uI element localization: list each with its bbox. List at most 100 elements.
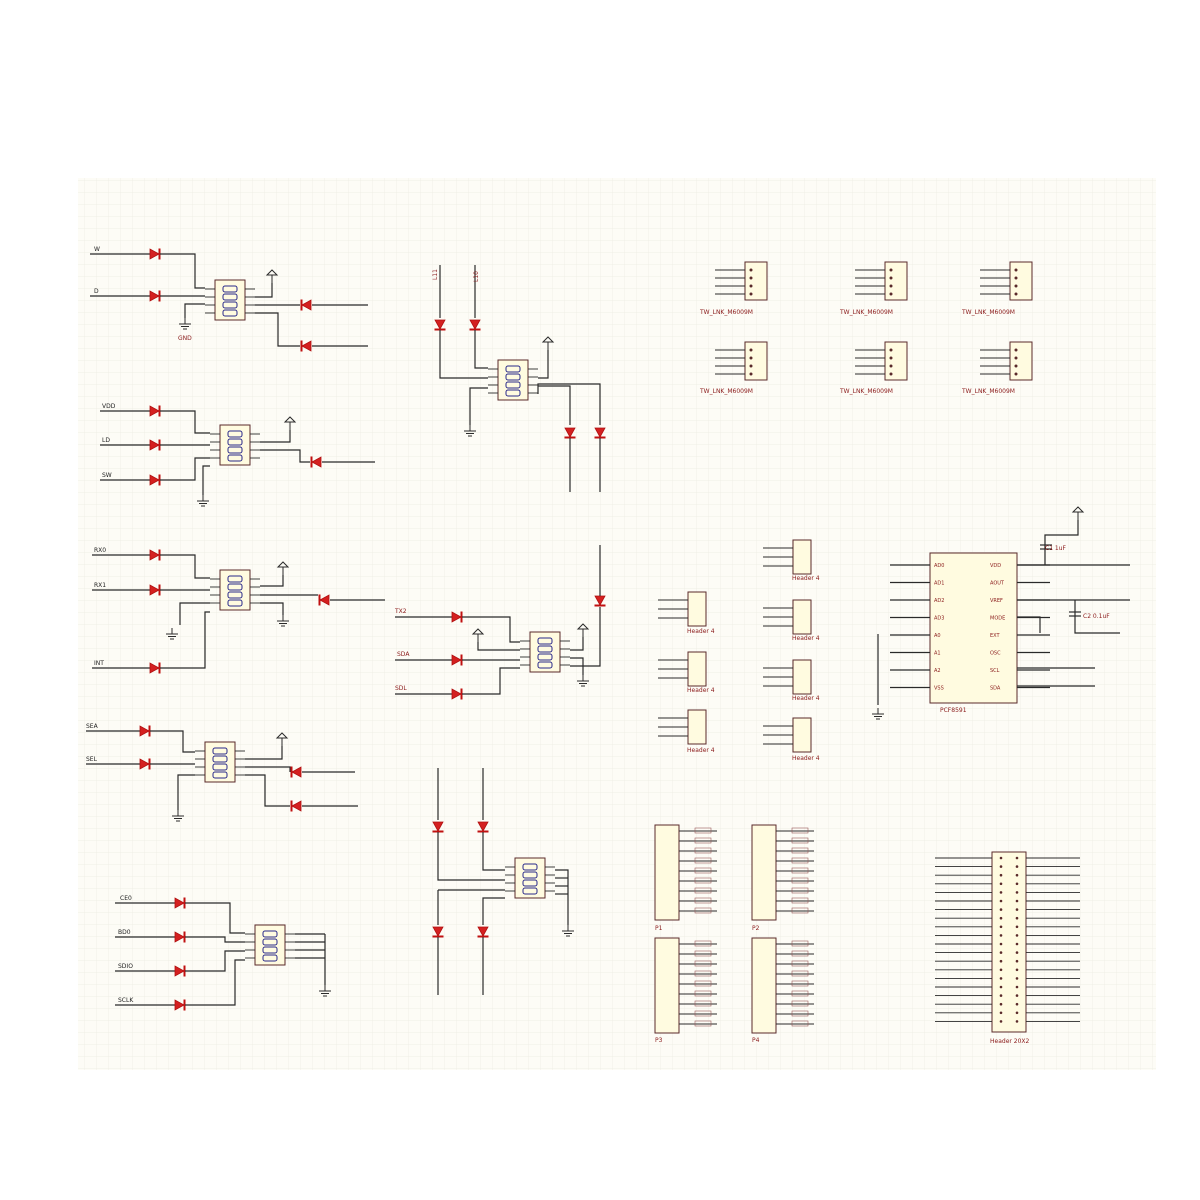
pin-label-box	[791, 1020, 809, 1027]
ic-pin-right-label: AOUT	[990, 581, 1005, 587]
ic-pin-left-label: AD0	[934, 563, 944, 569]
led-group-mid-c	[431, 768, 575, 995]
pin-dot	[1015, 959, 1019, 963]
led-group-3: RX0 RX1 INT	[92, 547, 385, 675]
net-label-vdd: VDD	[102, 403, 116, 410]
connector-note-5: TW_LNK_M6009M	[839, 388, 893, 395]
net-label-bd0: BD0	[118, 929, 131, 936]
ic-pin-left-label: AD2	[934, 598, 944, 604]
pin-dot	[1015, 916, 1019, 920]
pin-label-box	[791, 907, 809, 914]
ic-pin-left-label: A0	[934, 633, 941, 639]
net-label-rx0: RX0	[94, 547, 106, 554]
ic-pin-right-label: OSC	[990, 651, 1001, 657]
pin-label-box	[694, 887, 712, 894]
ic-pin-right-label: SDA	[990, 686, 1001, 692]
ic-pin-right-label: VREF	[990, 598, 1003, 604]
pin-label-box	[791, 857, 809, 864]
pin-dot	[1015, 942, 1019, 946]
header-caption-2: Header 4	[687, 687, 715, 694]
ic-pin-left-label: A2	[934, 668, 941, 674]
pin-dot	[999, 865, 1003, 868]
ic-pin-right-label: SCL	[990, 668, 1000, 674]
pin-dot	[999, 994, 1003, 997]
header-caption-3: Header 4	[687, 747, 715, 754]
pin-dot	[1015, 968, 1019, 972]
pin-label-box	[694, 980, 712, 987]
net-label-tx2: TX2	[394, 608, 407, 615]
header-caption-4: Header 4	[792, 575, 820, 582]
pin-label-box	[694, 990, 712, 997]
pin-label-box	[791, 887, 809, 894]
pin-label-box	[694, 847, 712, 854]
ic-pin-left-label: AD1	[934, 581, 944, 587]
pin-dot	[1015, 891, 1019, 894]
connector-note-3: TW_LNK_M6009M	[961, 309, 1015, 316]
pin-dot	[999, 1020, 1003, 1023]
pin-label-box	[694, 960, 712, 967]
pin-label-box	[791, 897, 809, 904]
ic-pin-left-label: AD3	[934, 616, 944, 622]
connector-note-2: TW_LNK_M6009M	[839, 309, 893, 316]
pin-label-box	[694, 1020, 712, 1027]
net-label-l11: L11	[432, 269, 439, 280]
pin-dot	[1015, 994, 1019, 997]
ic-pin-right-label: MODE	[990, 616, 1005, 622]
pin-dot	[999, 856, 1003, 860]
header-caption-6: Header 4	[792, 695, 820, 702]
connector-note-1: TW_LNK_M6009M	[699, 309, 753, 316]
pin-label-box	[791, 827, 809, 834]
net-label-sw: SW	[102, 472, 112, 479]
pin-dot	[1015, 908, 1019, 911]
pin-dot	[1015, 1020, 1019, 1023]
pin-dot	[999, 882, 1003, 886]
led-group-1: W D GND	[90, 246, 368, 353]
net-label-sda: SDA	[397, 651, 410, 658]
pin-label-box	[791, 837, 809, 844]
pin-label-box	[791, 980, 809, 987]
pin-dot	[1015, 1011, 1019, 1015]
pin-label-box	[694, 940, 712, 947]
ic-pin-right-label: EXT	[990, 633, 1000, 639]
header-p2-label: P2	[752, 925, 760, 932]
pin-label-box	[791, 867, 809, 874]
pin-dot	[1015, 873, 1019, 877]
pin-label-box	[694, 1000, 712, 1007]
header-p1-label: P1	[655, 925, 663, 932]
gnd-label: GND	[178, 335, 192, 342]
header-caption-5: Header 4	[792, 635, 820, 642]
header-caption-7: Header 4	[792, 755, 820, 762]
pin-label-box	[694, 857, 712, 864]
led-group-2: VDD LD SW	[100, 403, 375, 507]
pin-headers-bottom: P1 P2 P3 P4	[654, 824, 814, 1044]
pin-label-box	[694, 837, 712, 844]
pin-label-box	[791, 1000, 809, 1007]
cap-c1-label: C1 1uF	[1045, 545, 1067, 552]
pin-label-box	[791, 960, 809, 967]
header-caption-1: Header 4	[687, 628, 715, 635]
pin-dot	[1015, 899, 1019, 903]
pin-dot	[999, 977, 1003, 980]
pin-dot	[999, 951, 1003, 954]
ic-pin-left-label: A1	[934, 651, 941, 657]
led-group-5: CE0 BD0 SDIO SCLK	[115, 895, 332, 1012]
pin-label-box	[694, 970, 712, 977]
pin-dot	[1015, 1002, 1019, 1006]
net-label-rx1: RX1	[94, 582, 106, 589]
pin-dot	[1015, 977, 1019, 980]
pin-dot	[999, 934, 1003, 937]
pin-dot	[1015, 934, 1019, 937]
pin-label-box	[694, 867, 712, 874]
net-label-l10: L10	[473, 271, 480, 282]
pin-dot	[999, 1002, 1003, 1006]
pin-label-box	[791, 847, 809, 854]
led-group-mid-b: TX2 SDA SDL	[394, 545, 607, 701]
pin-dot	[999, 873, 1003, 877]
ic-pin-left-label: VSS	[934, 686, 944, 692]
pin-label-box	[694, 897, 712, 904]
header-column: Header 4 Header 4 Header 4 Header 4 Head…	[657, 539, 820, 762]
pin-label-box	[791, 970, 809, 977]
pin-label-box	[791, 990, 809, 997]
pin-label-box	[694, 1010, 712, 1017]
